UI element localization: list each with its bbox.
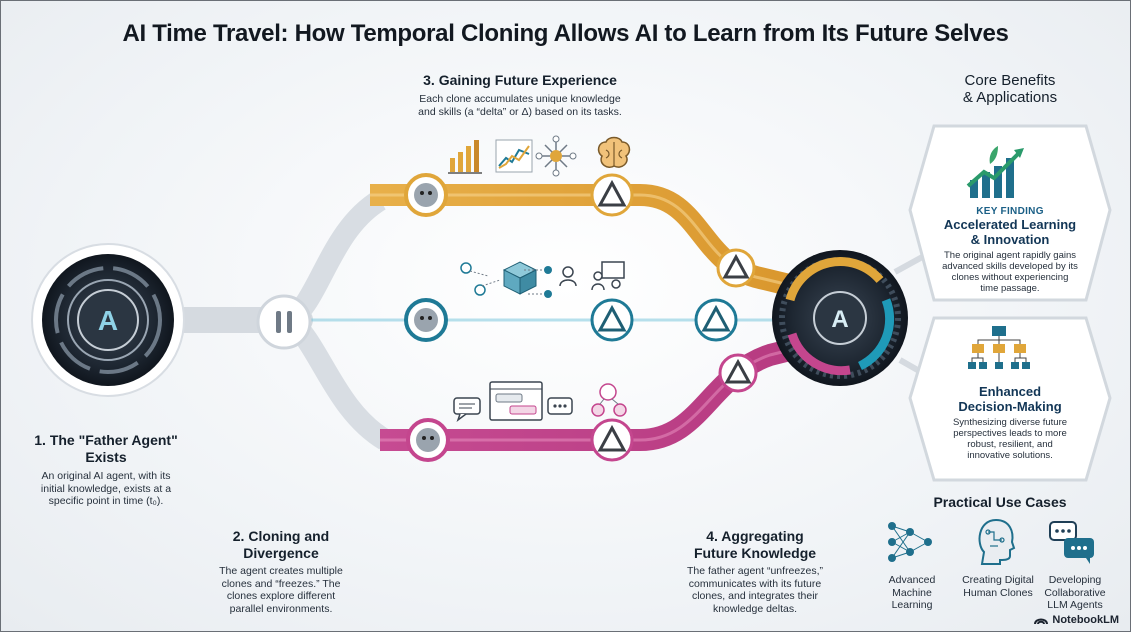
benefit-1-title-line1: Accelerated Learning: [943, 217, 1077, 232]
bar-chart-icon: [448, 140, 482, 174]
presenter-icon: [591, 261, 625, 291]
user-icon: [559, 266, 577, 287]
step-2-title-line1: 2. Cloning and: [232, 528, 330, 544]
use-case-3: Developing Collaborative LLM Agents: [1030, 574, 1120, 612]
step-2-body-line: The agent creates multiple: [219, 565, 343, 577]
conversation-nodes-icon: [591, 383, 627, 417]
step-4-body-line: knowledge deltas.: [712, 602, 798, 615]
benefits-heading: Core Benefits & Applications: [920, 72, 1100, 106]
use-case-1: Advanced Machine Learning: [872, 574, 952, 612]
benefit-2-body-line: innovative solutions.: [967, 450, 1053, 461]
use-cases-heading-text: Practical Use Cases: [933, 494, 1067, 510]
use-case-3-line: LLM Agents: [1047, 599, 1103, 611]
benefit-hexagon-1: [908, 124, 1112, 302]
neural-network-icon: [888, 522, 932, 562]
step-3-block: 3. Gaining Future Experience Each clone …: [380, 72, 660, 118]
pause-node: [256, 294, 312, 350]
benefit-1-text: KEY FINDING Accelerated Learning & Innov…: [920, 206, 1100, 294]
connected-nodes-icon: [524, 266, 552, 298]
step-4-title-line2: Future Knowledge: [693, 545, 817, 561]
brand-name: NotebookLM: [1052, 614, 1119, 626]
step-4-title-line1: 4. Aggregating: [706, 528, 804, 544]
delta-gold-1: [590, 173, 634, 217]
step-1-body-line: initial knowledge, exists at a: [40, 482, 172, 495]
chat-bubbles-icon: [1049, 521, 1094, 564]
step-1-title-line2: Exists: [85, 449, 127, 465]
cloud-network-icon: [460, 262, 501, 296]
step-1-body-line: specific point in time (t₀).: [48, 495, 164, 507]
chat-bubble-icon: [453, 397, 481, 423]
step-3-title: 3. Gaining Future Experience: [423, 72, 617, 88]
use-case-2-line: Creating Digital: [962, 574, 1034, 586]
server-box-icon: [502, 261, 538, 295]
chat-bubble-dots-icon: [547, 397, 573, 415]
father-agent-orb: [31, 243, 185, 397]
delta-teal-2: [694, 298, 738, 342]
step-1-body-line: An original AI agent, with its: [41, 470, 171, 482]
step-3-body-line: Each clone accumulates unique knowledge: [419, 93, 621, 105]
benefits-heading-line1: Core Benefits: [964, 72, 1056, 89]
benefit-1-body-line: time passage.: [980, 283, 1040, 294]
growth-chart-icon: [966, 146, 1024, 198]
step-2-title-line2: Divergence: [243, 545, 319, 561]
brain-icon: [597, 136, 631, 168]
use-case-1-line: Machine: [892, 586, 932, 599]
benefit-2-title-line1: Enhanced: [978, 384, 1042, 399]
benefit-2-body-line: robust, resilient, and: [967, 439, 1053, 450]
notebooklm-logo-icon: [1034, 618, 1049, 625]
step-4-body-line: clones, and integrates their: [691, 590, 819, 602]
benefit-1-body-line: clones without experiencing: [951, 272, 1069, 283]
use-case-1-line: Advanced: [888, 574, 936, 586]
human-head-icon: [978, 518, 1016, 565]
step-2-block: 2. Cloning and Divergence The agent crea…: [186, 528, 376, 615]
page-title: AI Time Travel: How Temporal Cloning All…: [122, 20, 1009, 47]
app-window-icon: [489, 381, 543, 421]
benefit-1-body-line: The original agent rapidly gains: [943, 250, 1077, 261]
brand-watermark: NotebookLM: [1034, 614, 1119, 626]
use-case-3-line: Collaborative: [1044, 586, 1106, 599]
delta-magenta-1: [590, 418, 634, 462]
delta-magenta-2: [718, 353, 758, 393]
benefit-1-title-line2: & Innovation: [970, 232, 1050, 247]
benefits-heading-line2: & Applications: [962, 89, 1058, 106]
network-hub-icon: [535, 135, 577, 177]
benefit-hexagon-2: [908, 316, 1112, 482]
step-1-title-line1: 1. The "Father Agent": [34, 432, 178, 448]
benefit-2-body-line: perspectives leads to more: [953, 428, 1067, 439]
benefit-2-title-line2: Decision-Making: [958, 399, 1062, 414]
use-cases-heading: Practical Use Cases: [900, 494, 1100, 511]
step-4-block: 4. Aggregating Future Knowledge The fath…: [660, 528, 850, 615]
key-finding-tag: KEY FINDING: [976, 206, 1044, 217]
step-2-body-line: clones and “freezes.” The: [221, 577, 341, 590]
benefit-2-text: Enhanced Decision-Making Synthesizing di…: [920, 384, 1100, 461]
use-case-1-line: Learning: [891, 599, 933, 611]
clone-teal: [404, 298, 448, 342]
aggregation-orb-monogram: A: [831, 306, 848, 333]
use-case-2-line: Human Clones: [963, 586, 1033, 599]
gray-upper-branch: [283, 190, 387, 330]
step-2-body-line: clones explore different: [226, 590, 336, 602]
step-2-body-line: parallel environments.: [229, 602, 333, 615]
father-agent-monogram: A: [98, 305, 118, 336]
step-1-block: 1. The "Father Agent" Exists An original…: [18, 432, 194, 508]
org-chart-icon: [968, 326, 1030, 369]
step-4-body-line: The father agent “unfreezes,”: [687, 565, 823, 577]
aggregation-orb: [772, 250, 908, 386]
line-chart-icon: [495, 139, 533, 173]
delta-gold-2: [716, 248, 756, 288]
benefit-1-body-line: advanced skills developed by its: [942, 261, 1078, 272]
benefit-2-body-line: Synthesizing diverse future: [952, 417, 1068, 428]
delta-teal-1: [590, 298, 634, 342]
step-4-body-line: communicates with its future: [688, 577, 822, 590]
clone-gold: [404, 173, 448, 217]
use-case-2: Creating Digital Human Clones: [948, 574, 1048, 599]
clone-magenta: [406, 418, 450, 462]
step-3-body-line: and skills (a “delta” or Δ) based on its…: [418, 105, 622, 118]
use-case-3-line: Developing: [1048, 574, 1102, 586]
